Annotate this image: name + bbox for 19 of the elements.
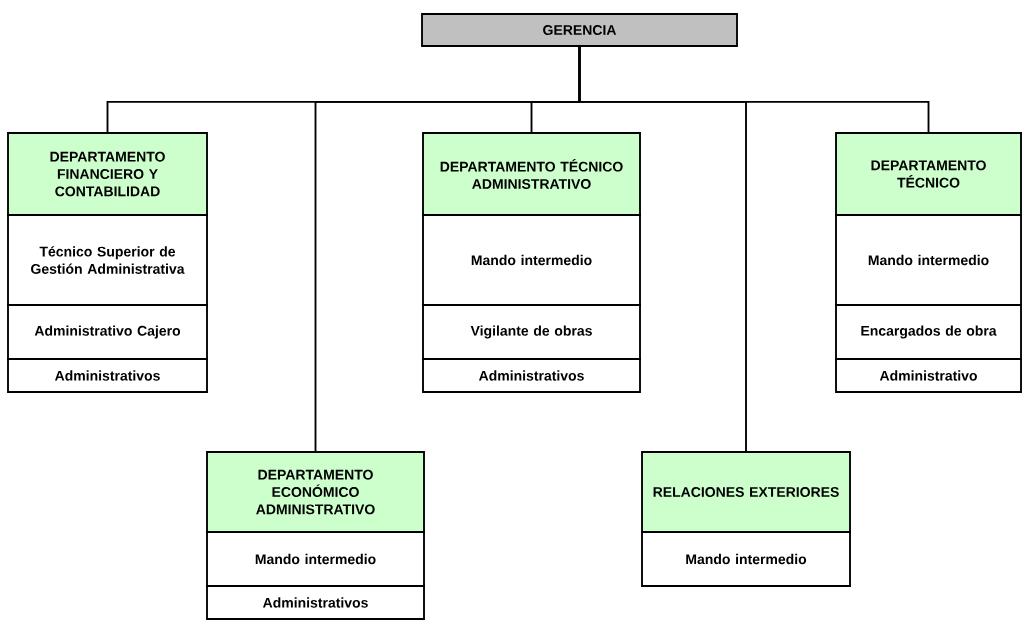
department-header: RELACIONES EXTERIORES <box>641 451 851 533</box>
role-box: Administrativo Cajero <box>7 304 208 360</box>
role-box: Mando intermedio <box>206 531 425 587</box>
department-header: DEPARTAMENTO FINANCIERO Y CONTABILIDAD <box>7 132 208 216</box>
role-box: Administrativos <box>422 358 641 393</box>
role-box: Mando intermedio <box>835 214 1022 306</box>
role-box: Mando intermedio <box>641 531 851 587</box>
role-box: Vigilante de obras <box>422 304 641 360</box>
connector-line <box>578 46 747 452</box>
role-box: Técnico Superior de Gestión Administrativa <box>7 214 208 306</box>
management-box: GERENCIA <box>421 13 738 47</box>
role-box: Administrativo <box>835 358 1022 393</box>
department-header: DEPARTAMENTO TÉCNICO ADMINISTRATIVO <box>422 132 641 216</box>
role-box: Mando intermedio <box>422 214 641 306</box>
role-box: Administrativos <box>7 358 208 393</box>
role-box: Administrativos <box>206 585 425 620</box>
department-header: DEPARTAMENTO TÉCNICO <box>835 132 1022 216</box>
role-box: Encargados de obra <box>835 304 1022 360</box>
department-header: DEPARTAMENTO ECONÓMICO ADMINISTRATIVO <box>206 451 425 533</box>
